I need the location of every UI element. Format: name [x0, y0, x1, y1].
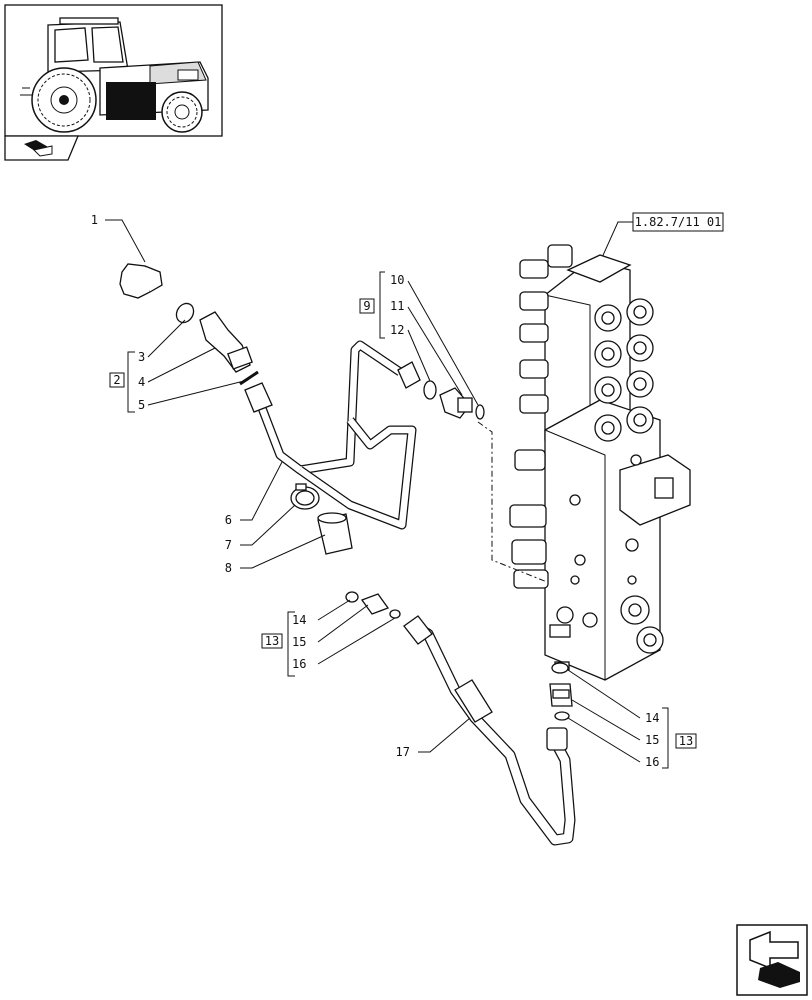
- pipe-part-6: [244, 340, 421, 530]
- solenoid-coils: [509, 244, 573, 589]
- group-9-item-11: 11: [390, 299, 404, 313]
- group-13-right-box-label: 13: [679, 734, 693, 748]
- adapter-part-11: [439, 387, 473, 419]
- leader-1: [105, 219, 146, 263]
- group-13-left-item-16: 16: [292, 657, 306, 671]
- group-2-item-3: 3: [138, 350, 145, 364]
- o-ring-right-part-14: [551, 662, 569, 674]
- leader-8: [240, 534, 326, 569]
- tractor-thumbnail-icon: [20, 17, 209, 133]
- group-9-box-label: 9: [363, 299, 370, 313]
- group-13-left-box-label: 13: [265, 634, 279, 648]
- o-ring-part-10: [475, 404, 485, 420]
- label-8: 8: [225, 561, 232, 575]
- prev-page-button[interactable]: [4, 135, 79, 161]
- leader-17: [418, 717, 471, 753]
- group-13-left-item-14: 14: [292, 613, 306, 627]
- quick-couplers-lower: [620, 595, 664, 654]
- group-13-right-item-16: 16: [645, 755, 659, 769]
- sleeve-part-8: [317, 512, 353, 555]
- washer-part-5: [239, 370, 259, 386]
- group-2-box-label: 2: [113, 373, 120, 387]
- group-13-left-item-15: 15: [292, 635, 306, 649]
- hose-part-17: [403, 615, 576, 846]
- group-9-item-12: 12: [390, 323, 404, 337]
- prev-page-icon: [24, 140, 53, 157]
- o-ring-right-part-16: [554, 711, 570, 721]
- o-ring-left-part-14: [345, 591, 359, 603]
- adapter-right-part-15: [549, 683, 573, 707]
- group-2-item-4: 4: [138, 375, 145, 389]
- o-ring-part-3: [175, 302, 195, 324]
- group-2-bracket: 2 3 4 5: [109, 319, 249, 413]
- group-9-item-10: 10: [390, 273, 404, 287]
- reference-box-label: 1.82.7/11 01: [635, 215, 722, 229]
- label-7: 7: [225, 538, 232, 552]
- elbow-fitting-part-4: [199, 311, 253, 373]
- reference-box[interactable]: 1.82.7/11 01: [632, 212, 724, 232]
- o-ring-part-12: [423, 380, 437, 400]
- quick-couplers-upper: [594, 298, 654, 442]
- leader-6: [240, 461, 283, 521]
- group-9-bracket: 9 10 11 12: [359, 271, 479, 406]
- adapter-left-part-15: [360, 593, 390, 615]
- next-page-arrow-icon: [749, 930, 800, 988]
- tractor-thumbnail: [4, 4, 223, 137]
- reference-leader: [599, 221, 633, 263]
- label-6: 6: [225, 513, 232, 527]
- group-13-right-item-15: 15: [645, 733, 659, 747]
- clamp-part-7: [290, 483, 320, 510]
- o-ring-left-part-16: [389, 609, 401, 619]
- group-2-item-5: 5: [138, 398, 145, 412]
- leader-7: [240, 504, 296, 546]
- next-page-button[interactable]: [736, 924, 808, 996]
- plug-part-1: [119, 263, 163, 299]
- ports: [549, 454, 642, 638]
- label-1: 1: [91, 213, 98, 227]
- valve-bank-assembly: [509, 244, 691, 681]
- group-13-left-bracket: 13 14 15 16: [261, 599, 396, 677]
- group-13-right-item-14: 14: [645, 711, 659, 725]
- group-13-right-bracket: 13 14 15 16: [567, 669, 697, 769]
- label-17: 17: [396, 745, 410, 759]
